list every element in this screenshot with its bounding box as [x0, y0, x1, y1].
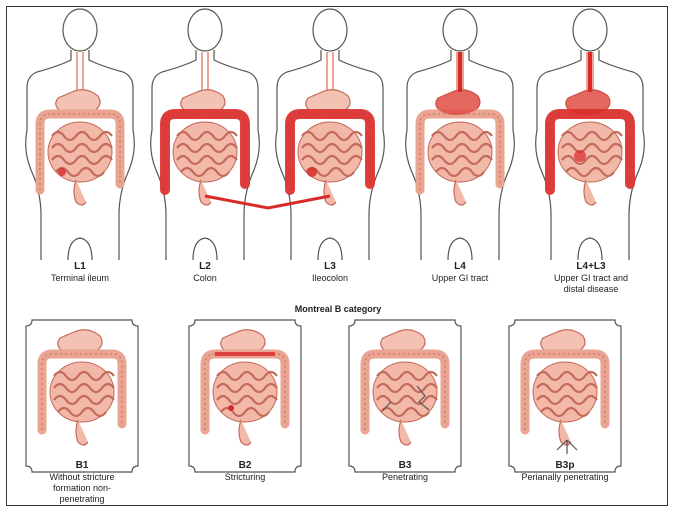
caption-desc: Penetrating — [355, 472, 455, 483]
caption-B2: B2 Stricturing — [195, 460, 295, 483]
caption-code: L1 — [30, 261, 130, 273]
panel-L1 — [26, 9, 135, 260]
caption-code: B1 — [32, 460, 132, 472]
panel-L2 — [151, 9, 260, 260]
connector-line — [205, 196, 330, 208]
caption-code: L4+L3 — [545, 261, 637, 273]
caption-desc: Colon — [155, 273, 255, 284]
panel-B1 — [26, 320, 138, 472]
caption-L4: L4 Upper GI tract — [410, 261, 510, 284]
section-title: Montreal B category — [0, 304, 676, 314]
caption-code: B3 — [355, 460, 455, 472]
caption-desc: Stricturing — [195, 472, 295, 483]
caption-B3: B3 Penetrating — [355, 460, 455, 483]
panel-B2 — [189, 320, 301, 472]
panel-L4 — [406, 9, 515, 260]
panel-L4-L3 — [536, 9, 645, 260]
caption-L2: L2 Colon — [155, 261, 255, 284]
caption-code: B3p — [505, 460, 625, 472]
caption-L4-L3: L4+L3 Upper GI tract and distal disease — [545, 261, 637, 295]
caption-code: B2 — [195, 460, 295, 472]
caption-desc: Upper GI tract and distal disease — [545, 273, 637, 295]
caption-desc: Ileocolon — [280, 273, 380, 284]
caption-code: L4 — [410, 261, 510, 273]
caption-desc: Upper GI tract — [410, 273, 510, 284]
caption-code: L3 — [280, 261, 380, 273]
caption-L1: L1 Terminal ileum — [30, 261, 130, 284]
caption-code: L2 — [155, 261, 255, 273]
panel-B3p — [509, 320, 621, 472]
caption-desc: Terminal ileum — [30, 273, 130, 284]
caption-desc: Perianally penetrating — [505, 472, 625, 483]
panel-L3 — [276, 9, 385, 260]
caption-B3p: B3p Perianally penetrating — [505, 460, 625, 483]
caption-desc: Without stricture formation non-penetrat… — [32, 472, 132, 505]
caption-B1: B1 Without stricture formation non-penet… — [32, 460, 132, 505]
caption-L3: L3 Ileocolon — [280, 261, 380, 284]
panel-B3 — [349, 320, 461, 472]
